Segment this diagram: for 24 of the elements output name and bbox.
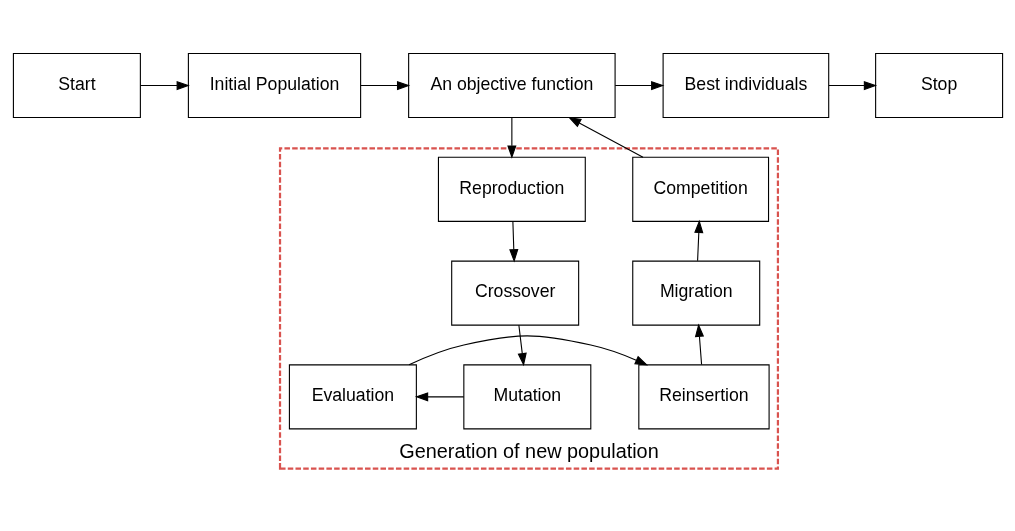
node-box: Reinsertion (637, 364, 770, 430)
arrow (408, 335, 648, 366)
arrow (506, 117, 516, 159)
arrow (614, 80, 664, 91)
node-box: Mutation (462, 364, 591, 430)
arrow (827, 80, 877, 91)
arrow (693, 219, 703, 262)
node-box: Evaluation (288, 364, 417, 430)
arrow (567, 116, 644, 158)
node-box: Start (12, 53, 141, 119)
node-box: An objective function (407, 53, 616, 119)
arrow (508, 220, 518, 263)
node-box: Crossover (450, 260, 579, 326)
arrow (414, 392, 464, 402)
node-box: Competition (631, 156, 769, 222)
node-box: Migration (631, 260, 760, 326)
node-box: Stop (874, 53, 1003, 119)
arrow (359, 80, 410, 91)
arrow (694, 323, 704, 366)
node-box: Best individuals (662, 53, 829, 119)
node-box: Reproduction (437, 156, 586, 222)
node-box: Initial Population (187, 53, 361, 119)
arrow (139, 80, 190, 91)
arrow (517, 324, 527, 367)
